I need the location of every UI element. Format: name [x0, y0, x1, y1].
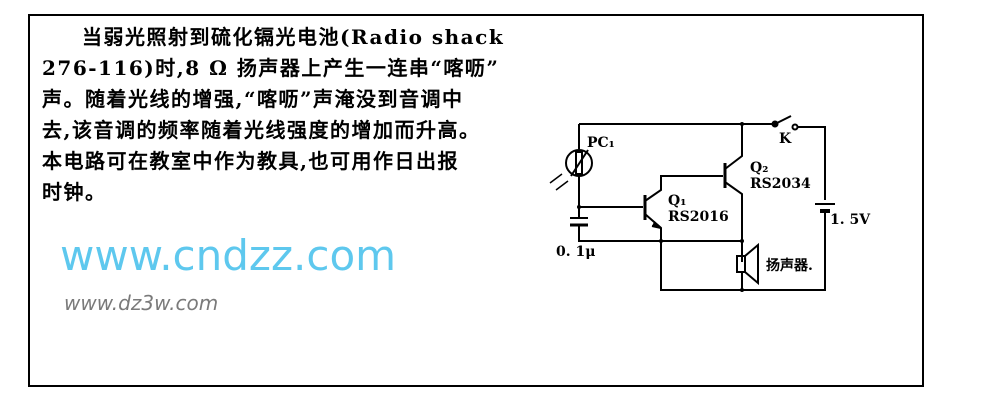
photocell	[565, 149, 593, 177]
description-text: 当弱光照射到硫化镉光电池(Radio shack 276-116)时,8 Ω 扬…	[42, 22, 505, 208]
q1-part: RS2016	[668, 209, 729, 225]
switch-label: K	[779, 131, 792, 147]
q2-part: RS2034	[750, 176, 811, 192]
watermark-dz3w: www.dz3w.com	[64, 291, 218, 315]
battery	[815, 203, 835, 213]
switch-k	[771, 115, 799, 131]
photocell-label: PC₁	[587, 135, 615, 151]
transistor-q1	[643, 175, 723, 241]
text-line: 去,该音调的频率随着光线强度的增加而升高。	[42, 118, 481, 142]
light-arrows	[549, 173, 569, 191]
capacitor	[570, 217, 588, 227]
text-line: 时钟。	[42, 180, 107, 204]
document-frame	[28, 14, 924, 387]
capacitor-label: 0. 1μ	[556, 244, 595, 260]
text-line: 276-116)时,8 Ω 扬声器上产生一连串“喀呖”	[42, 56, 500, 80]
watermark-cndzz: www.cndzz.com	[60, 231, 396, 280]
text-line: 声。随着光线的增强,“喀呖”声淹没到音调中	[42, 87, 464, 111]
wire-bottom	[578, 225, 742, 242]
q2-label: Q₂	[750, 160, 768, 176]
text-line: 当弱光照射到硫化镉光电池(Radio shack	[82, 25, 505, 49]
wire-right	[798, 126, 826, 200]
text-line: 本电路可在教室中作为教具,也可用作日出报	[42, 149, 459, 173]
speaker	[736, 242, 759, 286]
speaker-label: 扬声器.	[766, 257, 813, 274]
battery-label: 1. 5V	[830, 212, 871, 228]
q1-label: Q₁	[668, 193, 686, 209]
